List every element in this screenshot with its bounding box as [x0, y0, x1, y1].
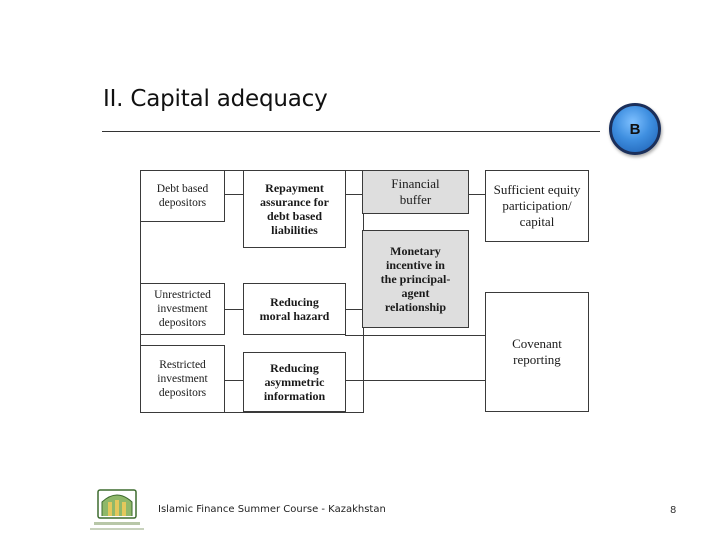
financial-buffer-box: Financial buffer [362, 170, 469, 214]
slide-title: II. Capital adequacy [103, 86, 328, 112]
unrestricted-depositors-box: Unrestricted investment depositors [140, 283, 225, 335]
footer-text: Islamic Finance Summer Course - Kazakhst… [158, 504, 386, 515]
covenant-reporting-box: Covenant reporting [485, 292, 589, 412]
repayment-assurance-box: Repayment assurance for debt based liabi… [243, 170, 346, 248]
connector [224, 309, 244, 311]
connector [345, 335, 486, 337]
page-number: 8 [670, 505, 677, 516]
monetary-incentive-box: Monetary incentive in the principal- age… [362, 230, 469, 328]
connector [468, 194, 486, 196]
moral-hazard-box: Reducing moral hazard [243, 283, 346, 335]
debt-depositors-box: Debt based depositors [140, 170, 225, 222]
connector [345, 194, 363, 196]
connector [345, 380, 486, 382]
connector [345, 309, 363, 311]
asymmetric-information-box: Reducing asymmetric information [243, 352, 346, 412]
title-divider [102, 131, 600, 132]
connector [224, 194, 244, 196]
restricted-depositors-box: Restricted investment depositors [140, 345, 225, 413]
sufficient-equity-box: Sufficient equity participation/ capital [485, 170, 589, 242]
connector [224, 380, 244, 382]
section-badge: B [609, 103, 661, 155]
institute-logo-icon [88, 486, 146, 534]
